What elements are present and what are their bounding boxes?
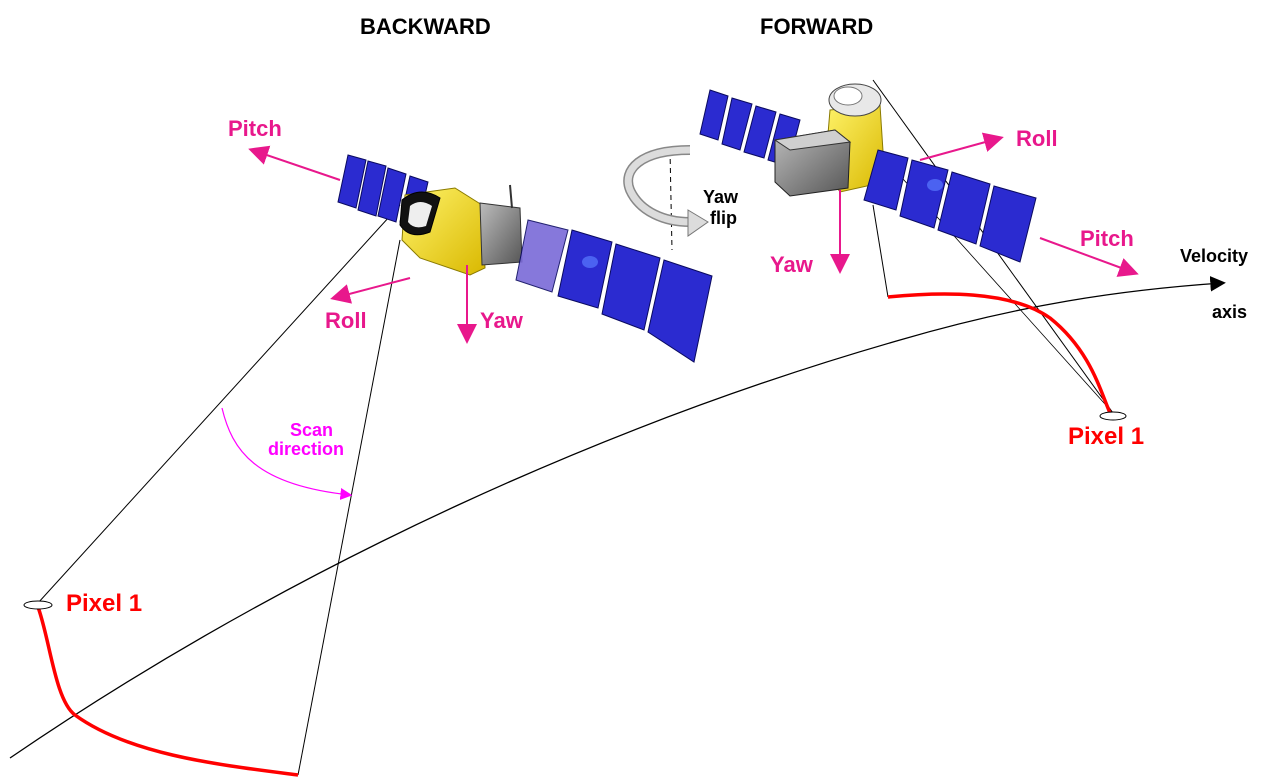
forward-pixel-label: Pixel 1 [1068,423,1144,450]
velocity-curve [9,276,1226,759]
forward-pixel-marker [1099,411,1127,421]
forward-pitch-label: Pitch [1080,226,1134,251]
backward-grey-box [479,202,523,266]
backward-pixel-trace [36,606,299,777]
title-forward: FORWARD [760,14,873,39]
yaw-flip-symbol [623,145,709,251]
scan-direction-arrow [221,407,353,500]
backward-scan-line-left [37,204,401,604]
backward-roll-label: Roll [325,308,367,333]
yaw-flip-label-line2: flip [710,208,737,228]
backward-pixel-label: Pixel 1 [66,590,142,617]
forward-yaw-label: Yaw [770,252,814,277]
forward-satellite [699,83,1037,263]
backward-scan-line-right [297,239,401,776]
backward-yaw-label: Yaw [480,308,524,333]
backward-right-solar-array [515,219,713,363]
velocity-label-line2: axis [1212,302,1247,322]
velocity-label-line1: Velocity [1180,246,1248,266]
backward-pixel-marker [23,600,53,610]
yaw-flip-label-line1: Yaw [703,187,739,207]
backward-pitch-arrow [248,145,341,181]
backward-pitch-label: Pitch [228,116,282,141]
forward-right-solar-array [863,149,1037,263]
backward-roll-arrow [330,277,411,304]
forward-pitch-arrow [1039,237,1139,277]
forward-scan-line-left [872,204,889,298]
scan-direction-label-line2: direction [268,439,344,459]
forward-roll-arrow [919,132,1004,161]
backward-satellite [337,154,713,363]
scan-direction-label-line1: Scan [290,420,333,440]
forward-scan-line-mid [867,139,1114,414]
title-backward: BACKWARD [360,14,491,39]
forward-roll-label: Roll [1016,126,1058,151]
forward-pixel-trace [887,292,1112,414]
